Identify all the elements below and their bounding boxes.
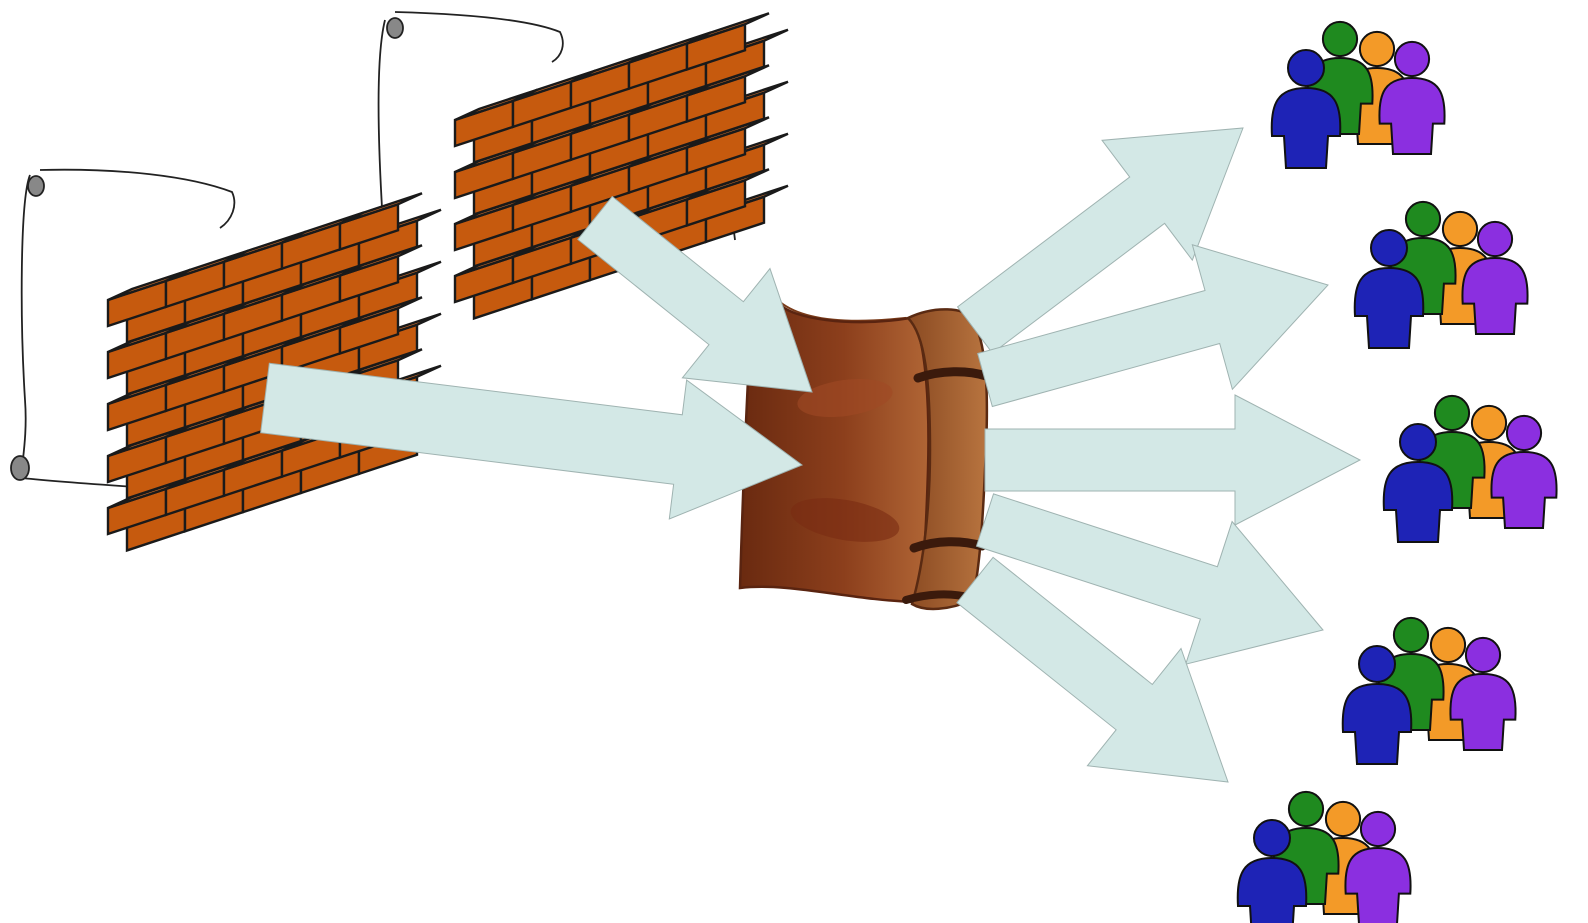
book-band-middle <box>909 537 987 553</box>
arrow <box>577 195 813 393</box>
person-blue-icon <box>1236 819 1308 923</box>
people-group-5 <box>1236 790 1412 923</box>
scroll-left <box>10 168 236 489</box>
people-group-1 <box>1270 20 1446 169</box>
brick <box>106 268 191 328</box>
book-highlight <box>797 378 893 418</box>
people-group-3 <box>1382 394 1558 543</box>
people-groups <box>1236 20 1558 923</box>
arrow <box>977 244 1329 408</box>
person-purple-icon <box>1344 810 1412 923</box>
arrows <box>260 127 1362 783</box>
person-purple-icon <box>1378 40 1446 155</box>
arrow <box>975 493 1324 665</box>
book-band-top <box>913 367 991 383</box>
person-purple-icon <box>1490 414 1558 529</box>
people-group-2 <box>1353 200 1529 349</box>
book-shadow <box>790 498 900 542</box>
person-purple-icon <box>1461 220 1529 335</box>
arrow <box>956 556 1229 783</box>
brick <box>569 50 654 110</box>
person-purple-icon <box>1449 636 1517 751</box>
brick <box>338 192 423 252</box>
arrow <box>956 127 1244 354</box>
person-blue-icon <box>1341 645 1413 765</box>
arrow <box>984 394 1362 526</box>
brick <box>338 296 423 356</box>
arrow <box>260 362 804 520</box>
people-group-4 <box>1341 616 1517 765</box>
person-blue-icon <box>1353 229 1425 349</box>
person-blue-icon <box>1270 49 1342 169</box>
brick <box>685 12 770 72</box>
person-blue-icon <box>1382 423 1454 543</box>
